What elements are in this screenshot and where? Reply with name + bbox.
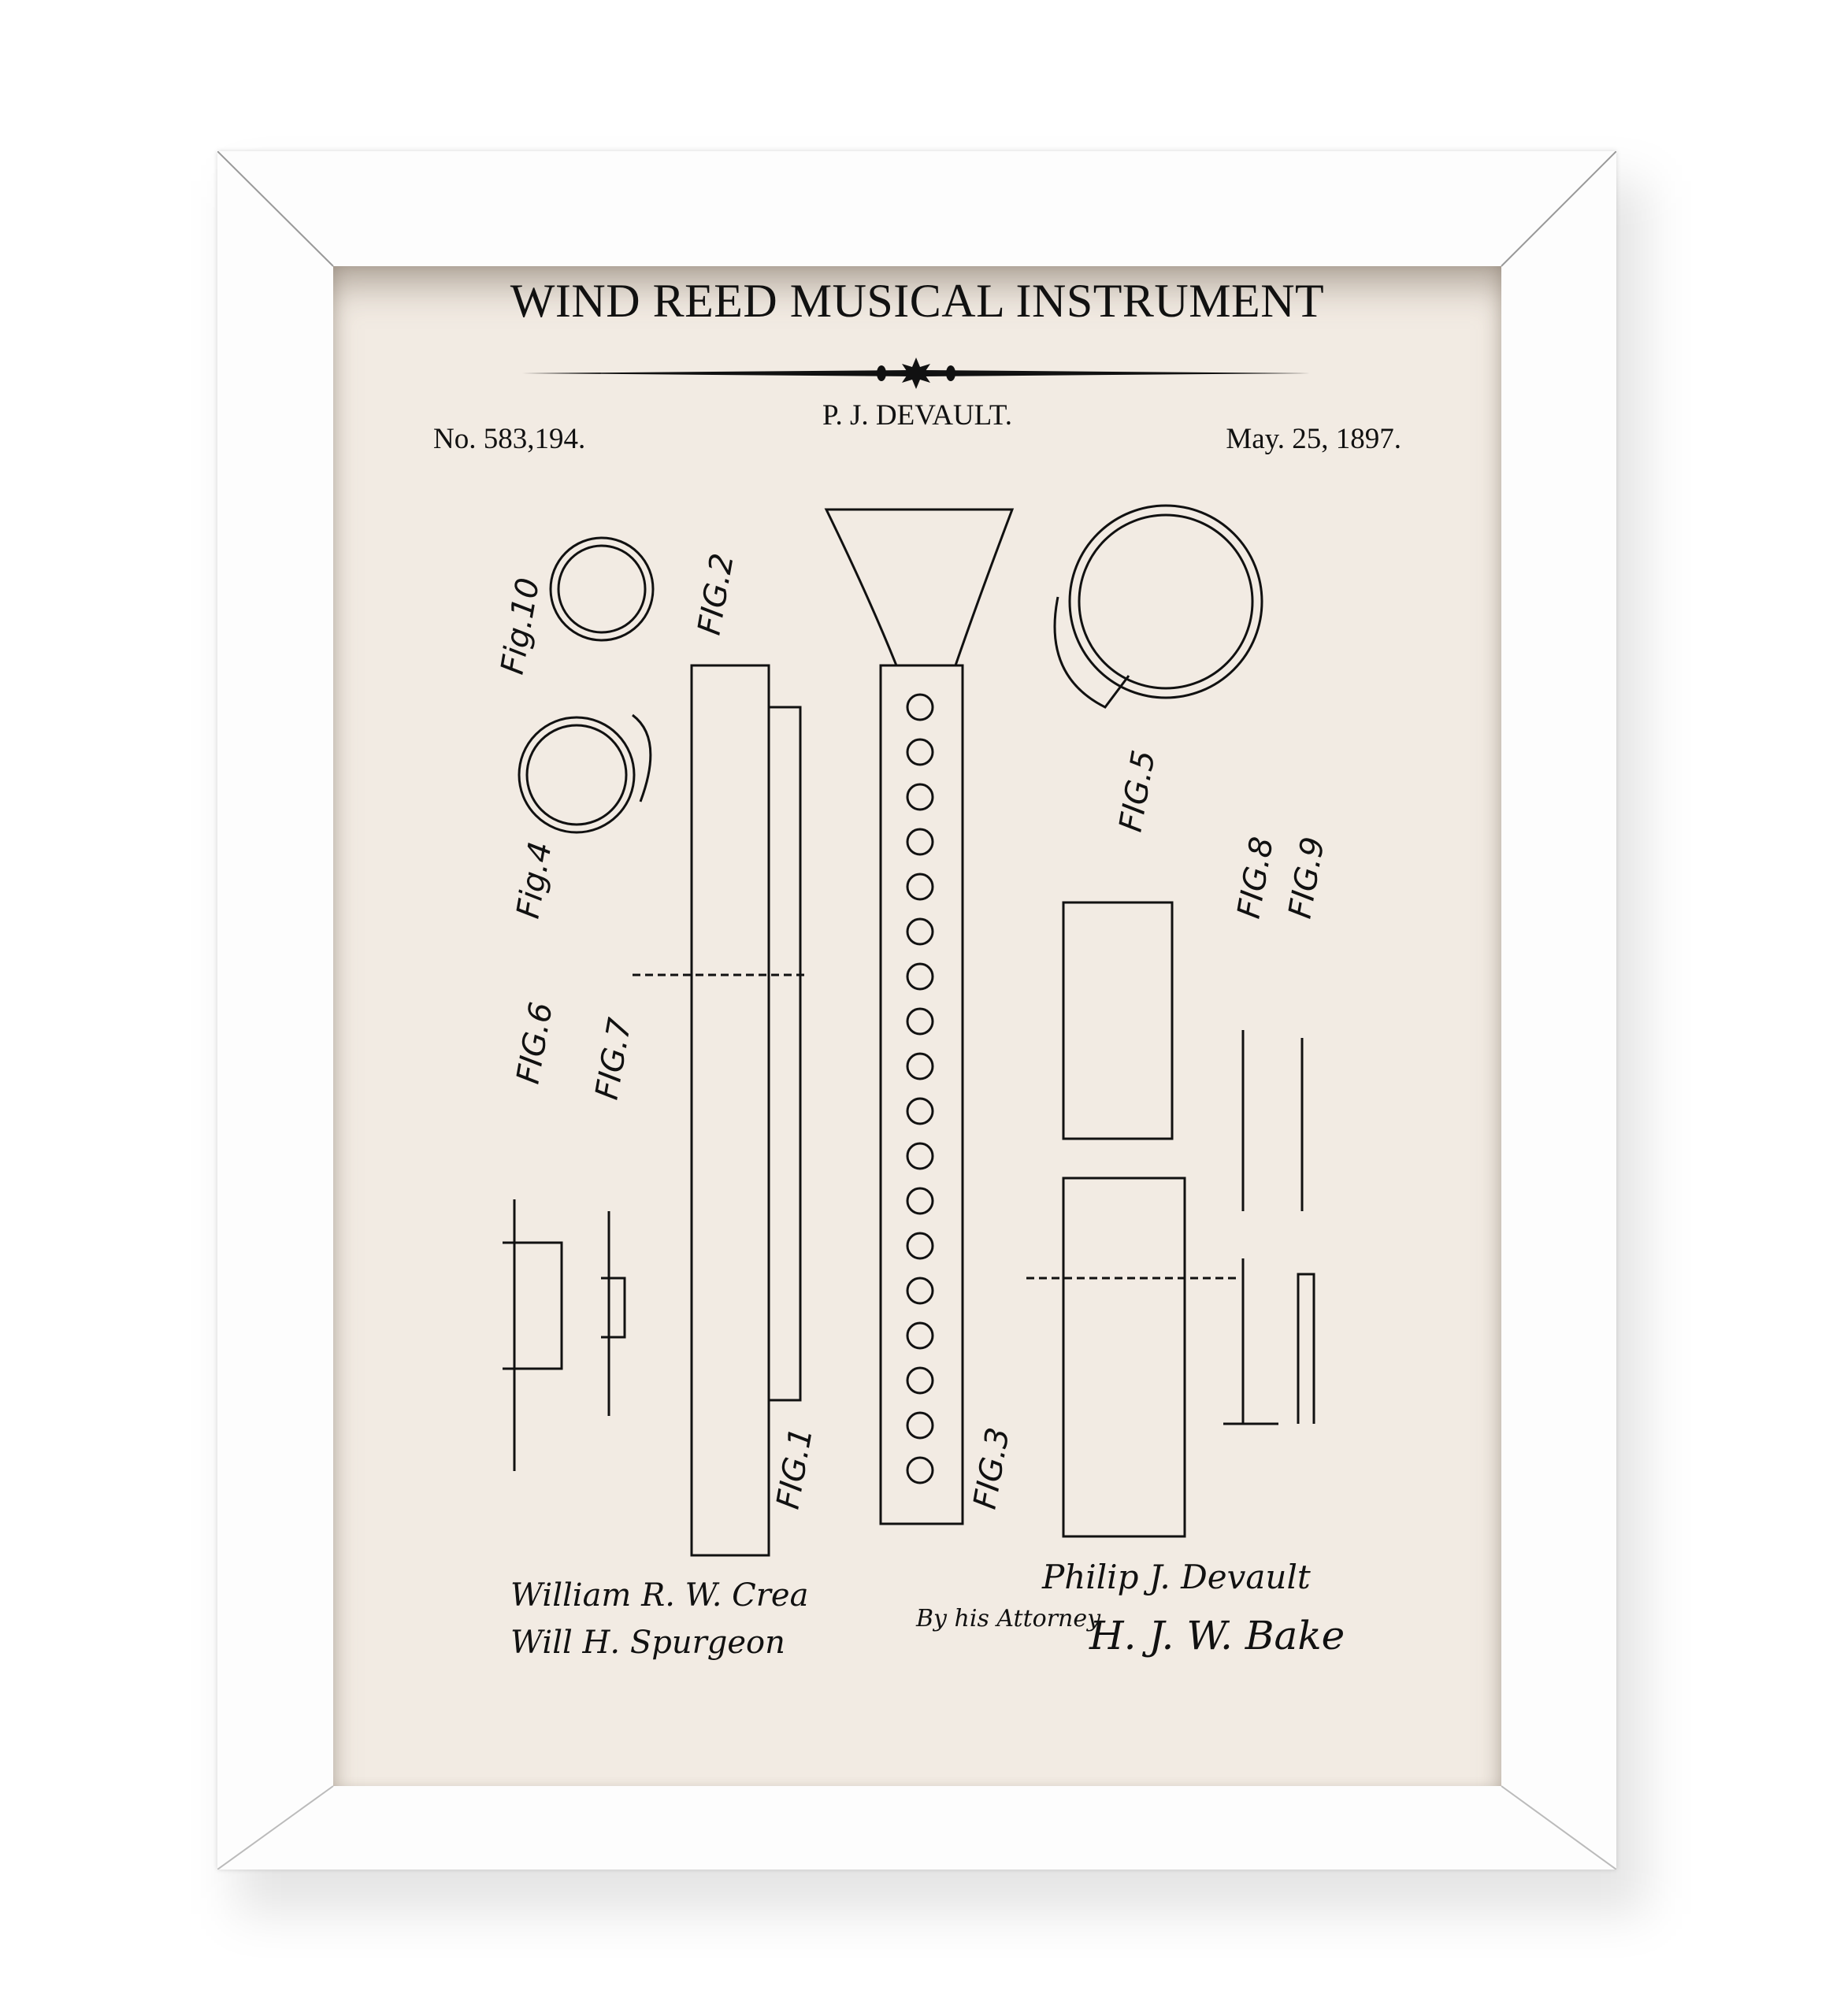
figure-label: FIG.8 <box>1231 834 1281 921</box>
clarinet-bell <box>824 508 1015 667</box>
poster-title: WIND REED MUSICAL INSTRUMENT <box>510 275 1325 327</box>
tone-hole <box>906 1142 934 1170</box>
tone-hole <box>906 783 934 811</box>
fig10-ring <box>549 536 655 642</box>
fig1-tube <box>690 664 770 1557</box>
fig6-part <box>503 1199 563 1471</box>
patent-number: No. 583,194. <box>433 423 586 455</box>
clarinet-body <box>879 664 964 1525</box>
tone-hole <box>906 962 934 991</box>
fig4-ring <box>518 716 636 834</box>
attorney-label: By his Attorney <box>916 1605 1101 1632</box>
tone-hole <box>906 1321 934 1350</box>
figure-label: FIG.2 <box>692 550 741 637</box>
figure-label: Fig.10 <box>495 575 547 676</box>
tone-hole <box>906 828 934 856</box>
figure-label: FIG.9 <box>1282 834 1332 921</box>
tone-hole <box>906 738 934 766</box>
star-icon <box>902 358 930 389</box>
figure-label: FIG.3 <box>967 1425 1017 1511</box>
inventor-signature: Philip J. Devault <box>1042 1558 1311 1596</box>
inventor-name: P. J. DEVAULT. <box>822 399 1012 432</box>
frame-bevels <box>217 151 1616 1870</box>
tone-hole <box>906 917 934 946</box>
tone-hole <box>906 1456 934 1484</box>
fig8-tube-lower <box>1062 1177 1186 1538</box>
fig5-ring <box>1068 504 1263 699</box>
fig7-part <box>601 1211 626 1416</box>
tone-hole <box>906 1187 934 1215</box>
tone-hole <box>906 1097 934 1125</box>
tone-hole <box>906 1277 934 1305</box>
figure-label: Fig.4 <box>510 839 559 921</box>
tone-hole <box>906 1232 934 1260</box>
tone-hole <box>906 1052 934 1080</box>
fig8-tube-upper <box>1062 901 1174 1140</box>
figure-label: FIG.5 <box>1113 747 1163 834</box>
attorney-signature: H. J. W. Bake <box>1089 1613 1345 1658</box>
patent-print: WIND REED MUSICAL INSTRUMENT P. J. DEVAU… <box>333 266 1501 1786</box>
tone-hole <box>906 1411 934 1440</box>
figure-label: FIG.6 <box>510 999 560 1086</box>
patent-date: May. 25, 1897. <box>1226 423 1401 455</box>
witness-signature-2: Will H. Spurgeon <box>510 1625 785 1661</box>
tone-hole <box>906 1007 934 1036</box>
figure-label: FIG.1 <box>770 1425 820 1511</box>
tone-hole <box>906 873 934 901</box>
ornament-divider <box>522 358 1310 389</box>
tone-hole <box>906 693 934 721</box>
fig9-rod <box>1241 1030 1315 1424</box>
witness-signature-1: William R. W. Crea <box>510 1577 809 1614</box>
tone-hole <box>906 1366 934 1395</box>
figure-label: FIG.7 <box>589 1015 639 1102</box>
